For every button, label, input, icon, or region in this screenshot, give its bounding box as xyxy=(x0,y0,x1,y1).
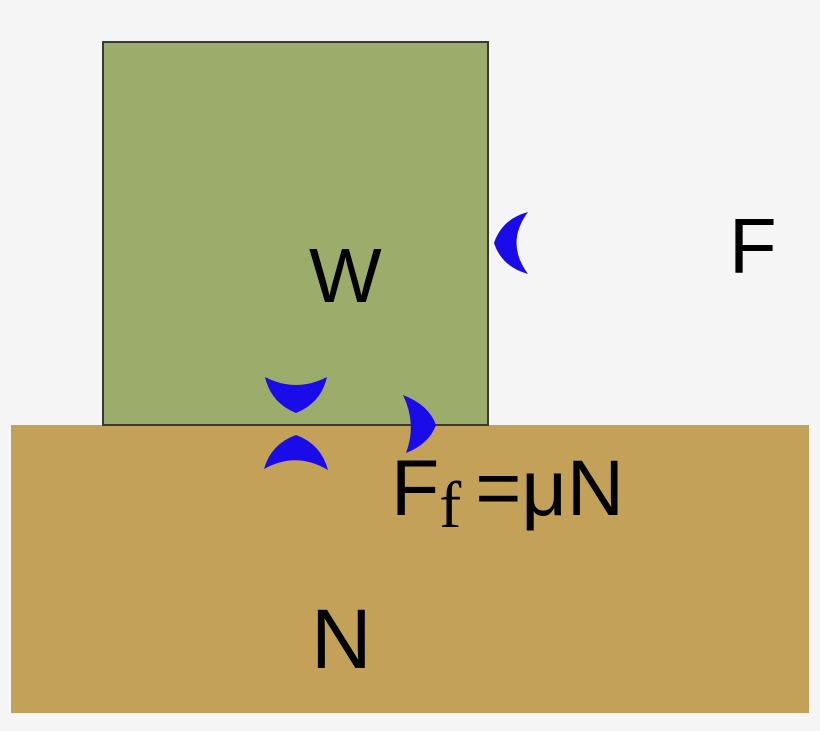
friction-equation-label: Ff=μN xyxy=(391,448,624,539)
weight-arrow xyxy=(265,377,327,413)
normal-force-label: N xyxy=(311,592,372,686)
friction-symbol: F xyxy=(391,443,440,532)
friction-equals-mu-n: =μN xyxy=(475,443,624,532)
friction-arrow xyxy=(403,395,436,453)
normal-arrow xyxy=(264,435,328,470)
weight-label: W xyxy=(309,233,382,319)
applied-force-arrow xyxy=(494,212,528,274)
friction-subscript: f xyxy=(439,469,462,542)
ground-surface xyxy=(11,425,809,713)
block xyxy=(102,41,489,426)
applied-force-label: F xyxy=(729,202,777,290)
